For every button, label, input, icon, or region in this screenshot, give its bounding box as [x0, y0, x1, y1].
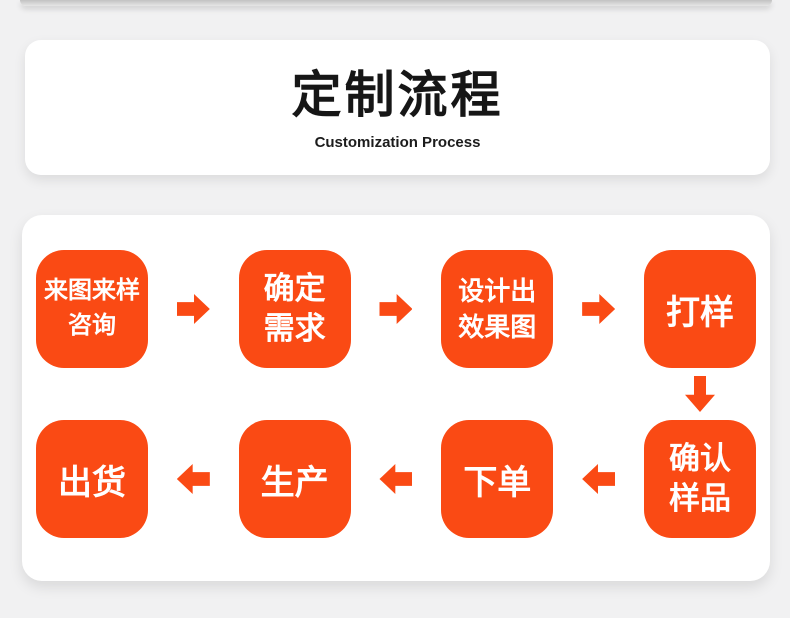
arrow-left-icon: [582, 464, 616, 494]
flow-row-connector: [36, 368, 756, 420]
previous-card-bottom-edge: [20, 0, 772, 6]
process-flow-card: 来图来样 咨询 确定 需求 设计出 效果图 打样 出货 生产 下单 确认 样品: [22, 215, 770, 581]
flow-step-confirm-requirements: 确定 需求: [238, 250, 351, 368]
flow-step-consult: 来图来样 咨询: [36, 250, 148, 368]
arrow-left-icon: [176, 464, 210, 494]
page-subtitle: Customization Process: [314, 134, 481, 151]
flow-step-place-order: 下单: [441, 420, 554, 538]
flow-step-design-render: 设计出 效果图: [441, 250, 554, 368]
flow-row-top: 来图来样 咨询 确定 需求 设计出 效果图 打样: [36, 250, 756, 368]
flow-step-sampling: 打样: [643, 250, 756, 368]
title-card: 定制流程 Customization Process: [25, 40, 770, 175]
flow-step-confirm-sample: 确认 样品: [643, 420, 756, 538]
arrow-right-icon: [176, 294, 210, 324]
arrow-right-icon: [582, 294, 616, 324]
arrow-left-icon: [379, 464, 413, 494]
arrow-right-icon: [379, 294, 413, 324]
flow-step-production: 生产: [238, 420, 351, 538]
arrow-down-icon: [685, 376, 715, 412]
page-title: 定制流程: [291, 67, 504, 123]
flow-step-shipping: 出货: [36, 420, 148, 538]
flow-row-bottom: 出货 生产 下单 确认 样品: [36, 420, 756, 538]
